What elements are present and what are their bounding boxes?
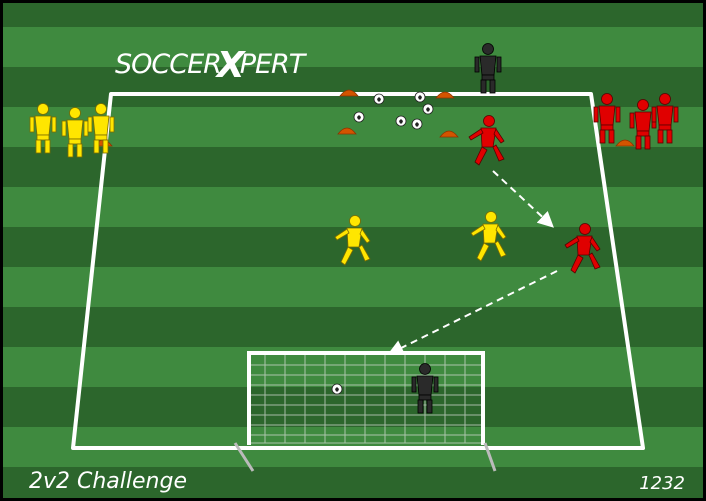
drill-number: 1232 xyxy=(639,473,685,494)
pitch-canvas xyxy=(3,3,703,498)
brand-logo: SOCCERXPERT xyxy=(115,41,304,82)
drill-title: 2v2 Challenge xyxy=(29,469,187,494)
